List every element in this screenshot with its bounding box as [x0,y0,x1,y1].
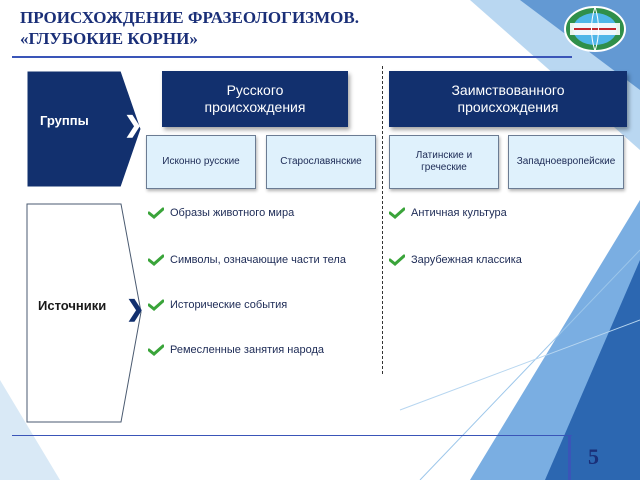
list-item: Образы животного мира [148,207,294,219]
column-divider [382,66,383,374]
slide-title: ПРОИСХОЖДЕНИЕ ФРАЗЕОЛОГИЗМОВ. «ГЛУБОКИЕ … [20,7,540,49]
subgroup-latin-greek: Латинские и греческие [389,135,499,189]
check-icon [148,207,164,219]
check-icon [148,344,164,356]
list-item-label: Образы животного мира [170,207,295,219]
list-item-label: Исторические события [170,299,288,311]
check-icon [389,207,405,219]
page-number: 5 [588,444,599,469]
check-icon [148,299,164,311]
sources-arrow-shape [26,203,142,423]
list-item-label: Символы, означающие части тела [170,254,346,266]
groups-label: Группы [40,113,89,128]
russian-origin-box: Русского происхождения [162,71,348,127]
slide-title-line-2: «ГЛУБОКИЕ КОРНИ» [20,29,198,48]
subgroup-old-slavonic: Старославянские [266,135,376,189]
list-item: Символы, означающие части тела [148,254,346,266]
list-item-label: Античная культура [411,207,507,219]
slide-title-line-1: ПРОИСХОЖДЕНИЕ ФРАЗЕОЛОГИЗМОВ. [20,8,359,27]
chevron-right-icon: ❯ [124,112,143,137]
chevron-right-icon: ❯ [126,296,145,321]
subgroup-west-european: Западноевропейские [508,135,624,189]
sources-label: Источники [38,298,107,313]
list-item-label: Ремесленные занятия народа [170,344,325,356]
top-divider [12,56,572,58]
groups-arrow-shape [26,70,142,188]
check-icon [148,254,164,266]
list-item-label: Зарубежная классика [411,254,522,266]
subgroup-native-russian: Исконно русские [146,135,256,189]
russian-origin-line-1: Русского [226,82,284,98]
borrowed-origin-box: Заимствованного происхождения [389,71,627,127]
list-item: Античная культура [389,207,507,219]
check-icon [389,254,405,266]
list-item: Исторические события [148,299,287,311]
bottom-divider [12,435,572,436]
globe-logo-icon [564,6,626,52]
list-item: Ремесленные занятия народа [148,344,324,356]
list-item: Зарубежная классика [389,254,522,266]
russian-origin-line-2: происхождения [204,99,306,115]
page-number-divider [568,436,571,480]
borrowed-origin-line-2: происхождения [457,99,559,115]
borrowed-origin-line-1: Заимствованного [451,82,565,98]
